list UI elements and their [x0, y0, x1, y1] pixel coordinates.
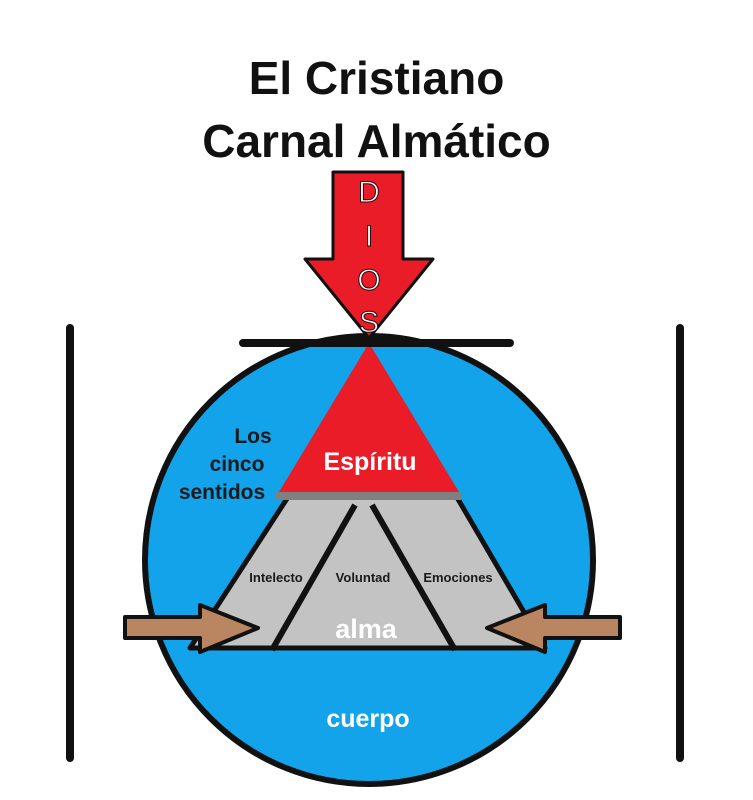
diagram-title-line2: Carnal Almático	[202, 115, 551, 167]
intellect-label: Intelecto	[249, 570, 303, 585]
soul-divider-right	[369, 503, 458, 652]
arrow-letter-o: O	[357, 264, 380, 297]
senses-label-line2: cinco	[210, 453, 265, 476]
diagram-title-line1: El Cristiano	[248, 52, 505, 104]
emotions-label: Emociones	[423, 570, 492, 585]
soul-label: alma	[335, 614, 398, 644]
soul-divider-left	[269, 503, 358, 652]
senses-label-line1: Los	[234, 425, 271, 448]
arrow-letter-d: D	[358, 176, 380, 209]
god-arrow	[303, 170, 435, 340]
arrow-letter-s: S	[359, 306, 379, 339]
will-label: Voluntad	[336, 570, 391, 585]
right-senses-arrow	[485, 603, 622, 654]
spirit-label: Espíritu	[323, 448, 416, 476]
body-label: cuerpo	[326, 705, 409, 733]
spirit-triangle	[279, 343, 459, 492]
left-senses-arrow	[123, 603, 260, 654]
spirit-soul-band	[276, 491, 461, 500]
arrow-letter-i: I	[365, 220, 373, 253]
senses-label-line3: sentidos	[179, 481, 265, 504]
